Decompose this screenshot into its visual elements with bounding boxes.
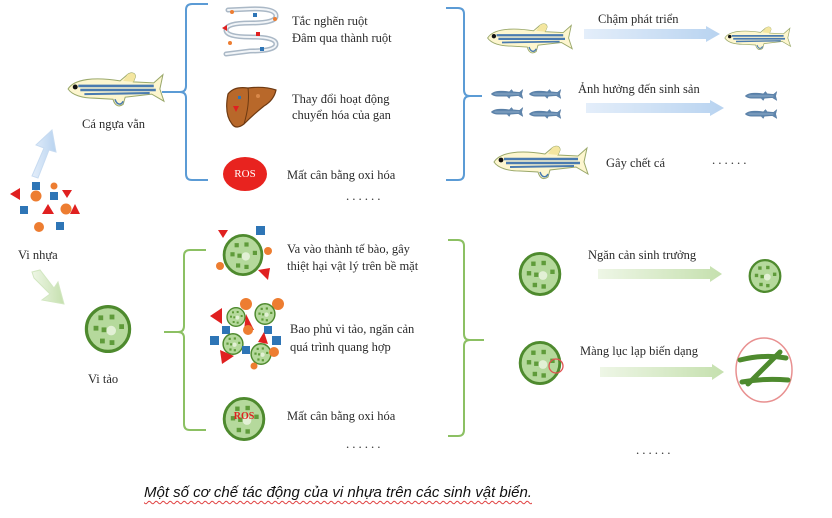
intestine-icon [222, 6, 279, 57]
fish-outcomes-more: ...... [712, 152, 750, 167]
arrow-to-algae-icon [31, 269, 65, 305]
fish-outcome-bracket [446, 7, 482, 181]
arrow-to-fish-icon [31, 129, 57, 179]
microplastics-icon [10, 182, 80, 232]
growth-inhibition-arrow-icon [598, 266, 722, 282]
deformed-chloroplast-icon [735, 337, 793, 403]
source-label: Vi nhựa [18, 248, 58, 262]
reproduction-arrow-icon [586, 100, 724, 116]
algae-mechanism-1-line-2: thiệt hại vật lý trên bề mặt [287, 259, 419, 273]
algae-mechanism-3-line-1: Mất cân bằng oxi hóa [287, 409, 396, 423]
fish-mechanism-2-line-2: chuyển hóa của gan [292, 108, 391, 122]
fish-mechanism-1-line-1: Tắc nghẽn ruột [292, 14, 368, 28]
fish-outcome-1-label: Chậm phát triển [598, 12, 679, 26]
liver-icon [226, 86, 277, 128]
fish-mechanism-1-line-2: Đâm qua thành ruột [292, 31, 392, 45]
deformation-arrow-icon [600, 364, 724, 380]
fish-mechanism-2-line-1: Thay đổi hoạt động [292, 92, 390, 106]
algae-ros-text: ROS [233, 411, 255, 422]
fish-outcome-3-label: Gây chết cá [606, 156, 665, 170]
fish-outcome-2-label: Ảnh hưởng đến sinh sản [578, 82, 700, 96]
algae-mechanisms-more: ...... [346, 436, 384, 451]
zebrafish-healthy-icon [486, 22, 574, 55]
zebrafish-dead-icon [492, 145, 590, 180]
algae-ros-icon: ROS [222, 396, 266, 442]
fish-school-icon [490, 89, 562, 119]
algae-covered-icon [210, 298, 284, 370]
zebrafish-icon [66, 71, 166, 108]
algae-outcomes-more: ...... [636, 442, 674, 457]
algae-organism-label: Vi tảo [88, 372, 119, 386]
fish-organism-label: Cá ngựa vằn [82, 117, 146, 131]
ros-icon-text: ROS [234, 168, 256, 180]
algae-shrunk-icon [748, 258, 782, 294]
algae-outcome-bracket [448, 239, 484, 437]
microalgae-icon [84, 304, 132, 354]
algae-outcome-2-label: Màng lục lạp biến dạng [580, 344, 699, 358]
figure-caption: Một số cơ chế tác động của vi nhựa trên … [144, 484, 532, 501]
algae-outcome-1-label: Ngăn cản sinh trưởng [588, 248, 697, 262]
algae-mechanism-2-line-1: Bao phủ vi tảo, ngăn cản [290, 322, 415, 336]
zebrafish-small-icon [723, 26, 792, 51]
growth-arrow-icon [584, 26, 720, 42]
algae-cell-damaged-icon [216, 226, 272, 280]
ros-icon: ROS [223, 157, 267, 191]
algae-mechanism-bracket [164, 249, 206, 431]
fish-mechanism-bracket [162, 3, 208, 181]
algae-mechanism-1-line-1: Va vào thành tế bào, gây [287, 242, 410, 256]
fish-school-reduced-icon [744, 91, 778, 119]
algae-chloroplast-icon [518, 340, 564, 386]
fish-mechanisms-more: ...... [346, 188, 384, 203]
algae-mechanism-2-line-2: quá trình quang hợp [290, 340, 391, 354]
fish-mechanism-3-line-1: Mất cân bằng oxi hóa [287, 168, 396, 182]
algae-normal-icon [518, 251, 562, 297]
